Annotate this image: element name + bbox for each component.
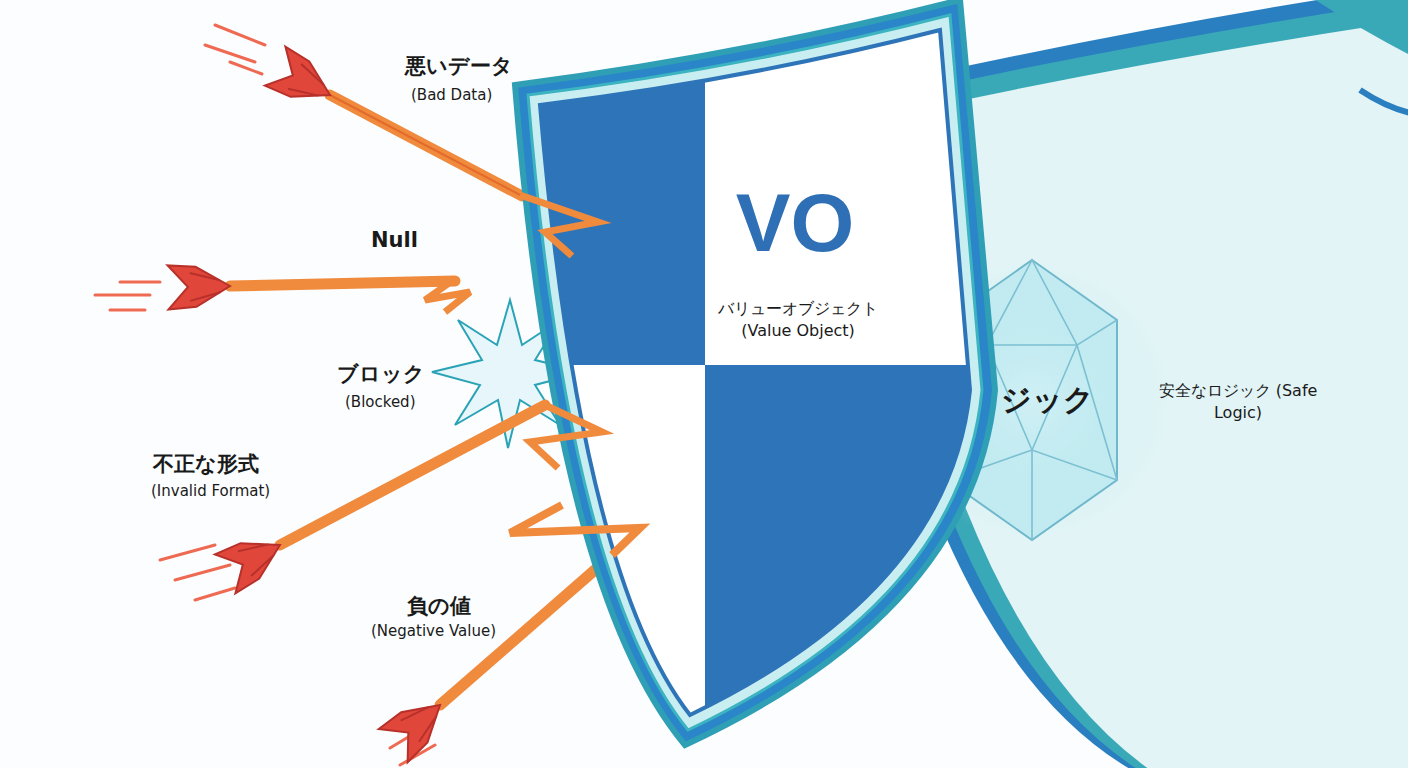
arrow-label-en: (Blocked) [342,393,419,411]
shape-outline [490,0,1010,750]
arrow-label: ブロック [334,360,428,388]
arrow-label: 不正な形式 [150,450,262,478]
value-object-shield: VO バリューオブジェクト (Value Object) [490,0,1010,750]
arrow-label-en: (Bad Data) [408,86,495,104]
shield-title: VO [736,168,854,279]
arrow-label: Null [368,228,421,252]
arrow-label: 負の値 [404,592,474,620]
shield-label: バリューオブジェクト (Value Object) [703,298,893,341]
arrow-label-en: (Negative Value) [368,622,499,640]
arrow-label: 悪いデータ [402,52,516,80]
arrow-label-en: (Invalid Format) [148,482,273,500]
safe-logic-label: 安全なロジック (Safe Logic) [1158,380,1318,423]
